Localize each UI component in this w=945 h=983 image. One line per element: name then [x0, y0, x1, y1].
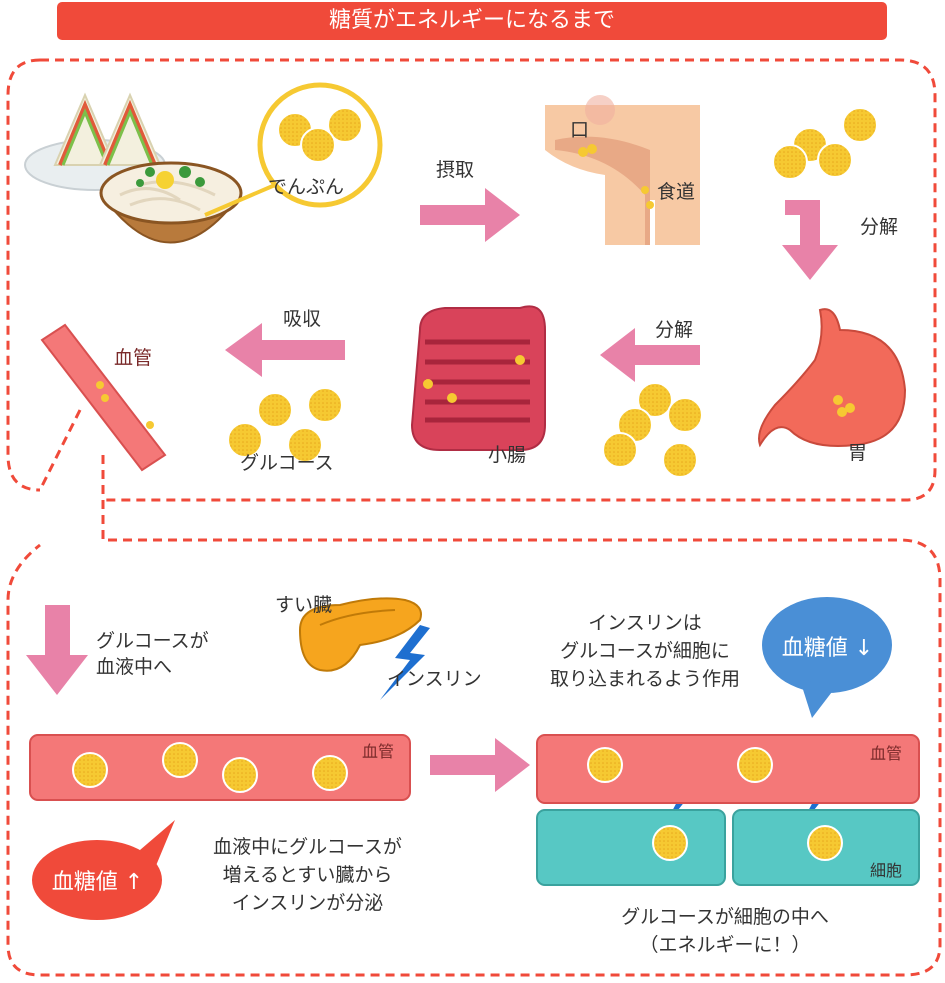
decompose1-arrow [782, 200, 838, 280]
pancreas-icon [298, 597, 422, 672]
label-insulin-action-1: インスリンは [588, 612, 702, 634]
label-starch: でんぷん [268, 176, 345, 198]
label-esophagus: 食道 [657, 181, 696, 203]
decompose2-arrow [600, 328, 700, 382]
label-insulin-action-2: グルコースが細胞に [560, 640, 730, 662]
label-secretion-1: 血液中にグルコースが [213, 836, 402, 858]
label-sugar-up: 血糖値 ↑ [51, 870, 144, 895]
blood-vessel-left [29, 734, 411, 801]
label-decompose1: 分解 [860, 216, 899, 238]
page-title: 糖質がエネルギーになるまで [57, 2, 887, 40]
label-decompose2: 分解 [655, 319, 694, 341]
lightning-icon-1 [380, 625, 430, 700]
label-mouth: 口 [570, 119, 590, 141]
stomach-icon [758, 308, 907, 448]
label-vessel-left: 血管 [362, 742, 395, 761]
label-absorb: 吸収 [283, 308, 322, 330]
transition-arrow [430, 738, 530, 792]
label-sugar-down: 血糖値 ↓ [781, 636, 874, 661]
label-small-intestine: 小腸 [488, 444, 527, 466]
label-stomach: 胃 [848, 442, 868, 464]
blood-vessel-right [536, 734, 920, 804]
glucose-cluster-2 [602, 382, 703, 478]
label-vessel-right: 血管 [870, 744, 903, 763]
label-insulin-action-3: 取り込まれるよう作用 [549, 668, 740, 690]
label-pancreas: すい臓 [275, 594, 333, 616]
label-intake: 摂取 [436, 159, 475, 181]
top-section-outline-left [6, 58, 41, 492]
label-insulin: インスリン [387, 668, 482, 690]
cell-left [536, 809, 726, 886]
connector-line [6, 455, 942, 977]
starch-magnifier [257, 82, 383, 208]
mouth-esophagus-icon [545, 95, 700, 245]
bubble-sugar-up [32, 820, 175, 920]
cell-right [732, 809, 920, 886]
blood-vessel-diagonal [40, 323, 167, 472]
intake-arrow [420, 188, 520, 242]
label-vessel-top: 血管 [114, 347, 153, 369]
label-glucose-to-blood-1: グルコースが [96, 630, 209, 652]
absorb-arrow [225, 323, 345, 377]
label-secretion-3: インスリンが分泌 [231, 892, 384, 914]
bubble-sugar-down [762, 597, 892, 718]
blood-down-arrow [26, 605, 88, 695]
arrows [26, 188, 838, 792]
noodle-bowl-icon [99, 161, 243, 244]
label-secretion-2: 増えるとすい臓から [222, 864, 393, 886]
label-glucose-to-blood-2: 血液中へ [96, 656, 173, 678]
label-cell: 細胞 [870, 861, 903, 880]
glucose-cluster-1 [772, 107, 878, 180]
label-glucose: グルコース [240, 452, 334, 474]
label-result-1: グルコースが細胞の中へ [621, 906, 829, 928]
small-intestine-icon [410, 305, 546, 451]
connector-line-2 [38, 409, 82, 491]
label-result-2: （エネルギーに！） [639, 934, 811, 956]
top-section-outline [40, 58, 937, 502]
